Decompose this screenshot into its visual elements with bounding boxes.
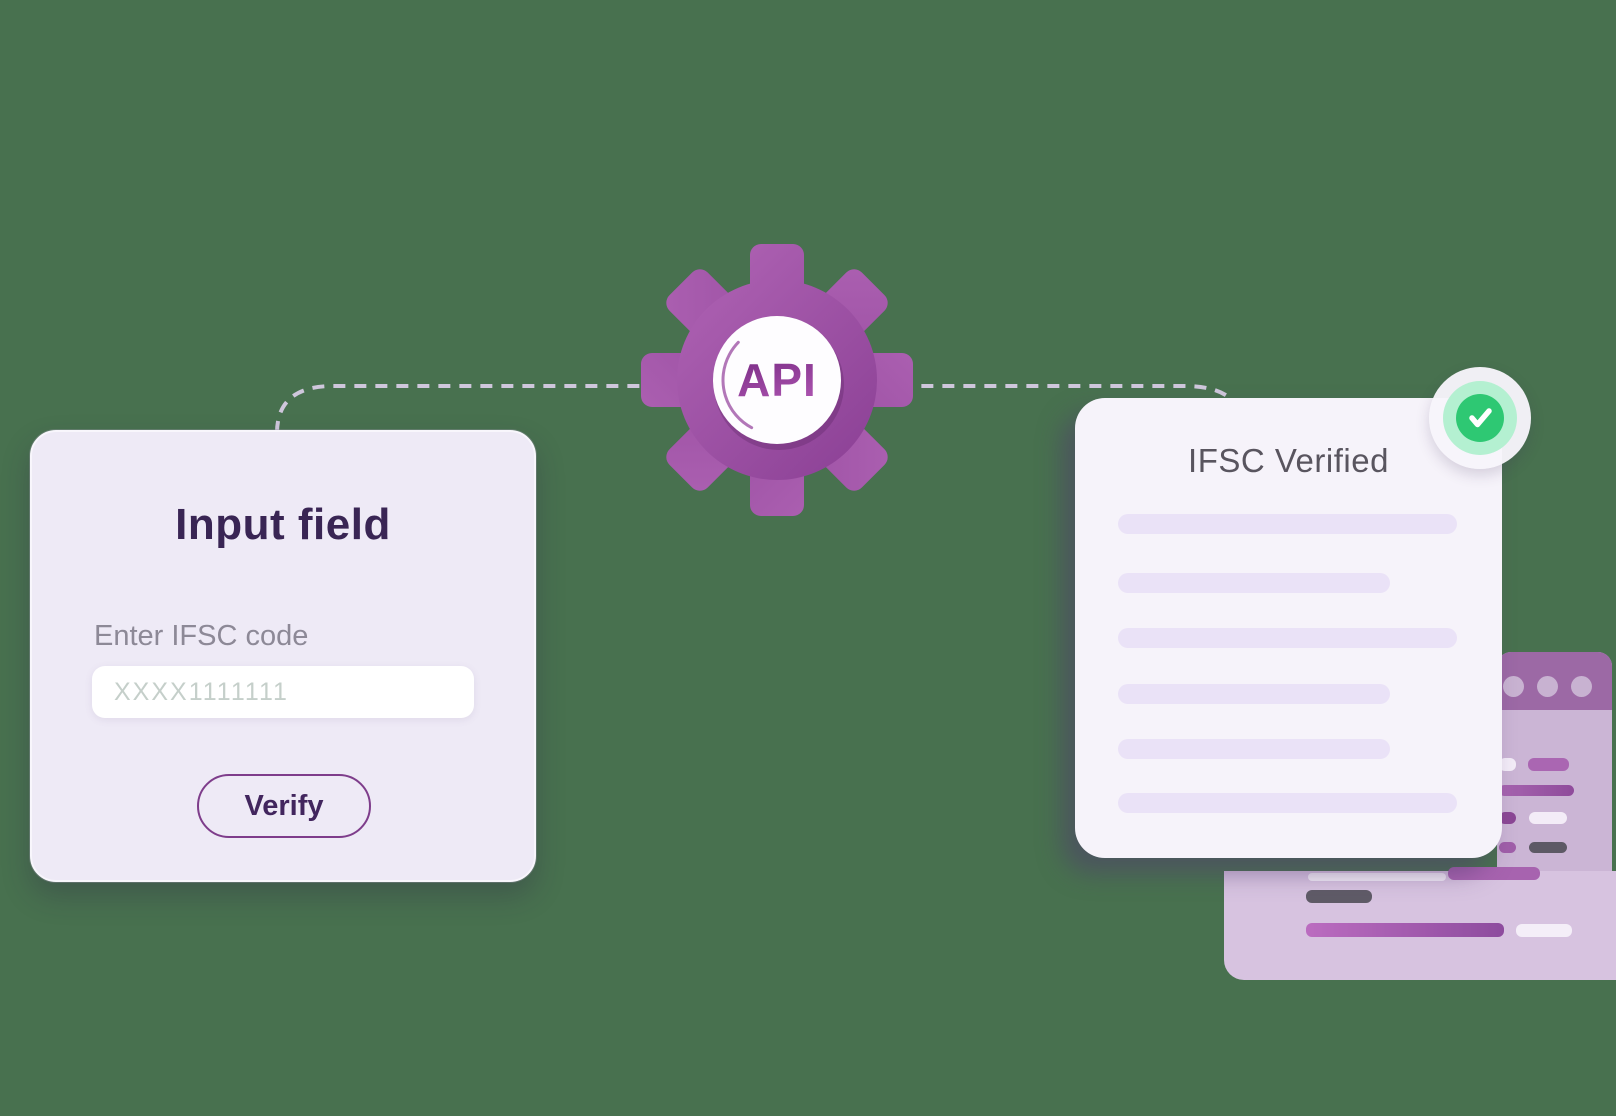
placeholder-bar: [1499, 758, 1516, 771]
verify-button[interactable]: Verify: [197, 774, 371, 838]
gear-icon: API: [641, 244, 913, 516]
placeholder-bar: [1499, 812, 1516, 824]
hub-arc-accent: [721, 324, 833, 436]
check-circle-icon: [1429, 367, 1531, 469]
background-result-panel: [1224, 867, 1616, 980]
placeholder-bar: [1529, 812, 1567, 824]
ifsc-code-input[interactable]: [92, 666, 474, 718]
window-dot-icon: [1537, 676, 1558, 697]
placeholder-bar: [1499, 785, 1574, 796]
check-badge-core: [1456, 394, 1504, 442]
window-dot-icon: [1571, 676, 1592, 697]
input-card-title: Input field: [175, 500, 391, 549]
placeholder-bar: [1118, 514, 1457, 534]
ifsc-code-label: Enter IFSC code: [94, 620, 309, 652]
placeholder-bar: [1499, 842, 1516, 853]
placeholder-bar: [1118, 573, 1390, 593]
gear-hub: [713, 316, 841, 444]
checkmark-icon: [1469, 408, 1492, 428]
placeholder-bar: [1448, 867, 1540, 880]
placeholder-bar: [1306, 923, 1504, 937]
verified-card-title: IFSC Verified: [1188, 442, 1389, 479]
verified-card: IFSC Verified: [1075, 398, 1502, 858]
placeholder-bar: [1528, 758, 1569, 771]
placeholder-bar: [1118, 793, 1457, 813]
input-card: Input field Enter IFSC code Verify: [30, 430, 536, 882]
placeholder-bar: [1118, 739, 1390, 759]
placeholder-bar: [1308, 873, 1446, 881]
browser-titlebar: [1497, 652, 1612, 710]
placeholder-bar: [1516, 924, 1572, 937]
placeholder-bar: [1118, 684, 1390, 704]
placeholder-bar: [1529, 842, 1567, 853]
window-dot-icon: [1503, 676, 1524, 697]
placeholder-bar: [1118, 628, 1457, 648]
api-label: API: [737, 354, 817, 406]
placeholder-bar: [1306, 890, 1372, 903]
